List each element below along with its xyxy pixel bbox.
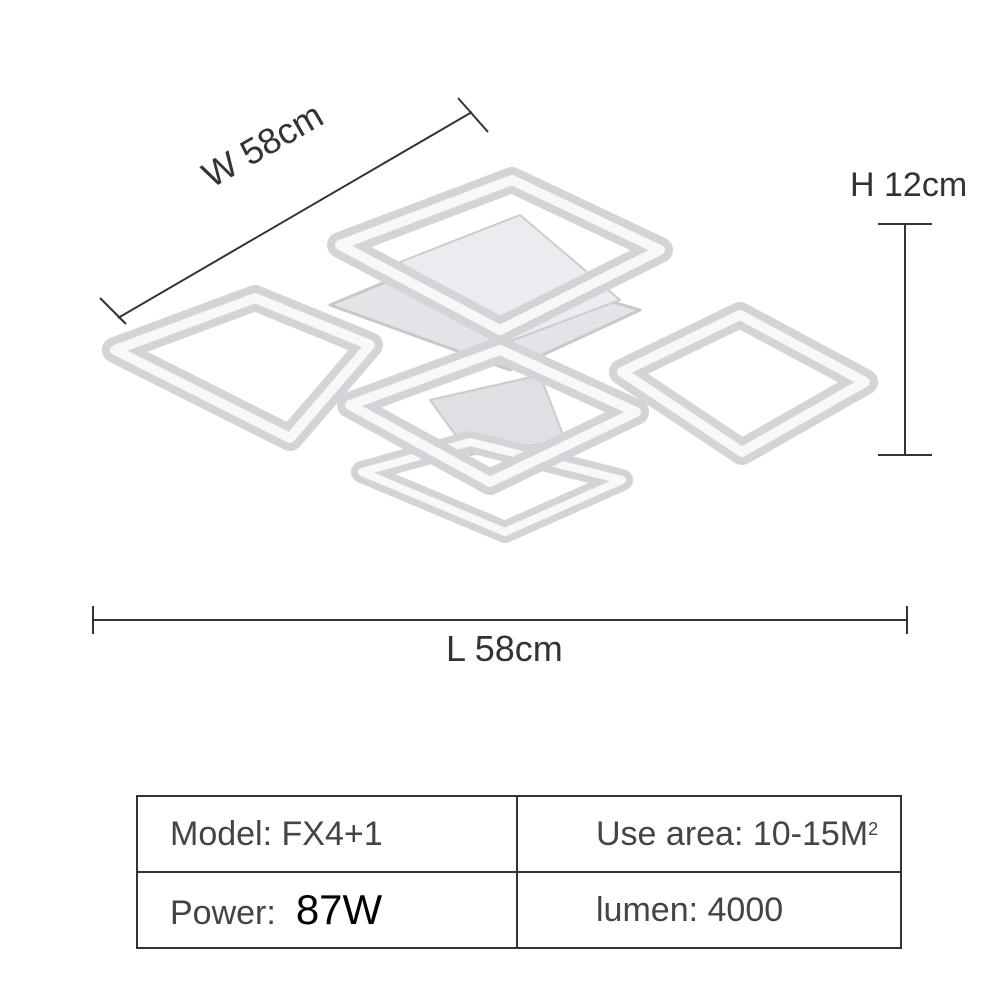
- width-dimension-line: [99, 97, 489, 325]
- ring-left: [102, 285, 383, 451]
- use-area-superscript: 2: [868, 818, 879, 839]
- spec-table: Model: FX4+1 Use area: 10-15M2 Power: 87W…: [136, 795, 902, 949]
- model-cell: Model: FX4+1: [136, 795, 518, 873]
- use-area-text: Use area: 10-15M: [596, 814, 869, 853]
- lumen-text: lumen: 4000: [596, 890, 784, 929]
- model-text: Model: FX4+1: [170, 814, 383, 853]
- ring-top: [327, 167, 673, 343]
- length-label: L 58cm: [446, 628, 563, 669]
- power-cell: Power: 87W: [136, 871, 518, 949]
- lumen-cell: lumen: 4000: [516, 871, 902, 949]
- ring-right: [609, 302, 878, 465]
- power-value: 87W: [295, 886, 383, 933]
- use-area-cell: Use area: 10-15M2: [516, 795, 902, 873]
- height-label: H 12cm: [850, 166, 968, 204]
- height-dimension-line: [878, 223, 932, 456]
- table-row: Power: 87W lumen: 4000: [136, 871, 902, 949]
- table-row: Model: FX4+1 Use area: 10-15M2: [136, 795, 902, 873]
- lamp-body: [102, 167, 878, 543]
- ring-center: [337, 337, 649, 495]
- power-label: Power:: [170, 894, 276, 932]
- length-dimension-line: [92, 606, 908, 634]
